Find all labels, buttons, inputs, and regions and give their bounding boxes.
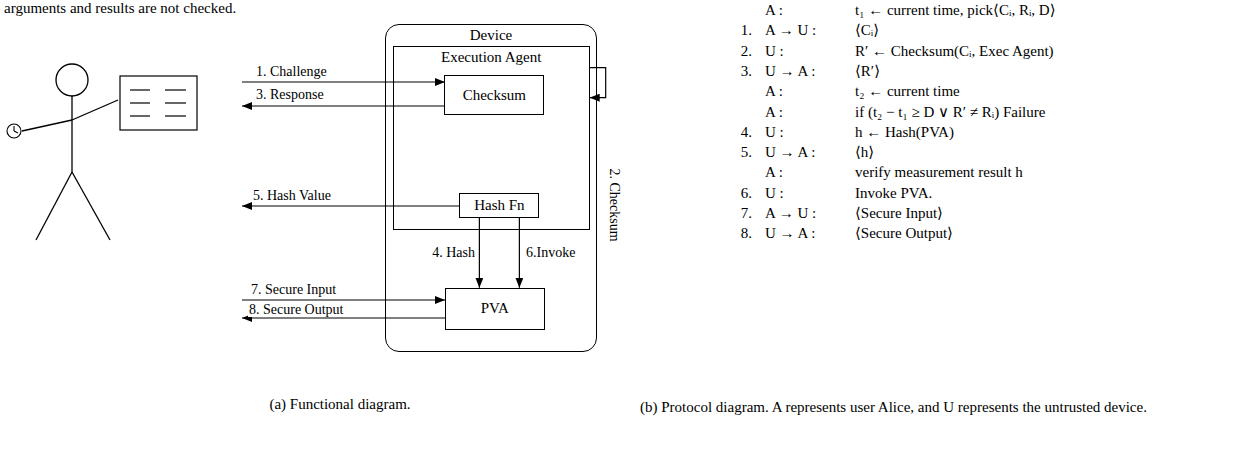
message-arrows (242, 82, 460, 318)
flow-arrow (519, 218, 520, 288)
protocol-party: A : (765, 104, 783, 121)
loop-arrow (590, 68, 606, 98)
message-label: 8. Secure Output (248, 303, 344, 317)
edge-label: 6.Invoke (525, 246, 576, 260)
step-number: 1. (741, 22, 752, 39)
protocol-party: U : (765, 185, 784, 202)
device-box: DeviceExecution AgentChecksumHash Fn PVA (385, 24, 597, 352)
protocol-party: A : (765, 2, 783, 19)
stick-figure (22, 64, 118, 240)
protocol-action: ⟨R′⟩ (855, 63, 880, 80)
box-label: Hash Fn (471, 197, 527, 214)
flow-arrow (479, 218, 480, 288)
protocol-action: R′ ← Checksum(Cᵢ, Exec Agent) (855, 43, 1054, 60)
box-label: PVA (478, 300, 512, 317)
box-heading: Execution Agent (438, 49, 544, 66)
protocol-party: U : (765, 43, 784, 60)
body-text: arguments and results are not checked. (4, 0, 236, 17)
figure-caption: (a) Functional diagram. (269, 396, 410, 413)
protocol-action: verify measurement result h (855, 164, 1023, 181)
process-box: Checksum (444, 75, 544, 115)
clock-icon (7, 124, 21, 138)
process-box: Hash Fn (459, 193, 539, 218)
protocol-action: h ← Hash(PVA) (855, 124, 954, 141)
box-label: Checksum (460, 87, 529, 104)
protocol-action: ⟨Cᵢ⟩ (855, 22, 879, 39)
protocol-action: if (t₂ − t₁ ≥ D ∨ R′ ≠ Rᵢ) Failure (855, 104, 1045, 121)
protocol-party: A : (765, 83, 783, 100)
protocol-party: U : (765, 124, 784, 141)
figure-caption: (b) Protocol diagram. A represents user … (640, 396, 1240, 419)
step-number: 2. (741, 43, 752, 60)
step-number: 5. (741, 144, 752, 161)
agent-box: Execution AgentChecksumHash Fn (393, 46, 590, 230)
message-label: 5. Hash Value (252, 189, 332, 203)
protocol-action: ⟨Secure Input⟩ (855, 205, 943, 222)
message-label: 1. Challenge (255, 65, 328, 79)
protocol-action: t₂ ← current time (855, 83, 960, 100)
step-number: 7. (741, 205, 752, 222)
process-box: PVA (445, 288, 545, 330)
protocol-action: ⟨Secure Output⟩ (855, 225, 953, 242)
step-number: 6. (741, 185, 752, 202)
protocol-action: ⟨h⟩ (855, 144, 874, 161)
step-number: 3. (741, 63, 752, 80)
protocol-party: U → A : (765, 225, 815, 242)
protocol-party: U → A : (765, 63, 815, 80)
protocol-party: A → U : (765, 205, 816, 222)
message-label: 3. Response (255, 88, 325, 102)
document-icon (120, 76, 197, 130)
protocol-party: A → U : (765, 22, 816, 39)
protocol-party: U → A : (765, 144, 815, 161)
box-heading: Device (467, 27, 515, 44)
protocol-action: t₁ ← current time, pick⟨Cᵢ, Rᵢ, D⟩ (855, 2, 1056, 19)
protocol-action: Invoke PVA. (855, 185, 932, 202)
step-number: 8. (741, 225, 752, 242)
edge-label: 2. Checksum (607, 167, 621, 242)
edge-label: 4. Hash (431, 246, 476, 260)
message-label: 7. Secure Input (250, 283, 337, 297)
protocol-party: A : (765, 164, 783, 181)
step-number: 4. (741, 124, 752, 141)
